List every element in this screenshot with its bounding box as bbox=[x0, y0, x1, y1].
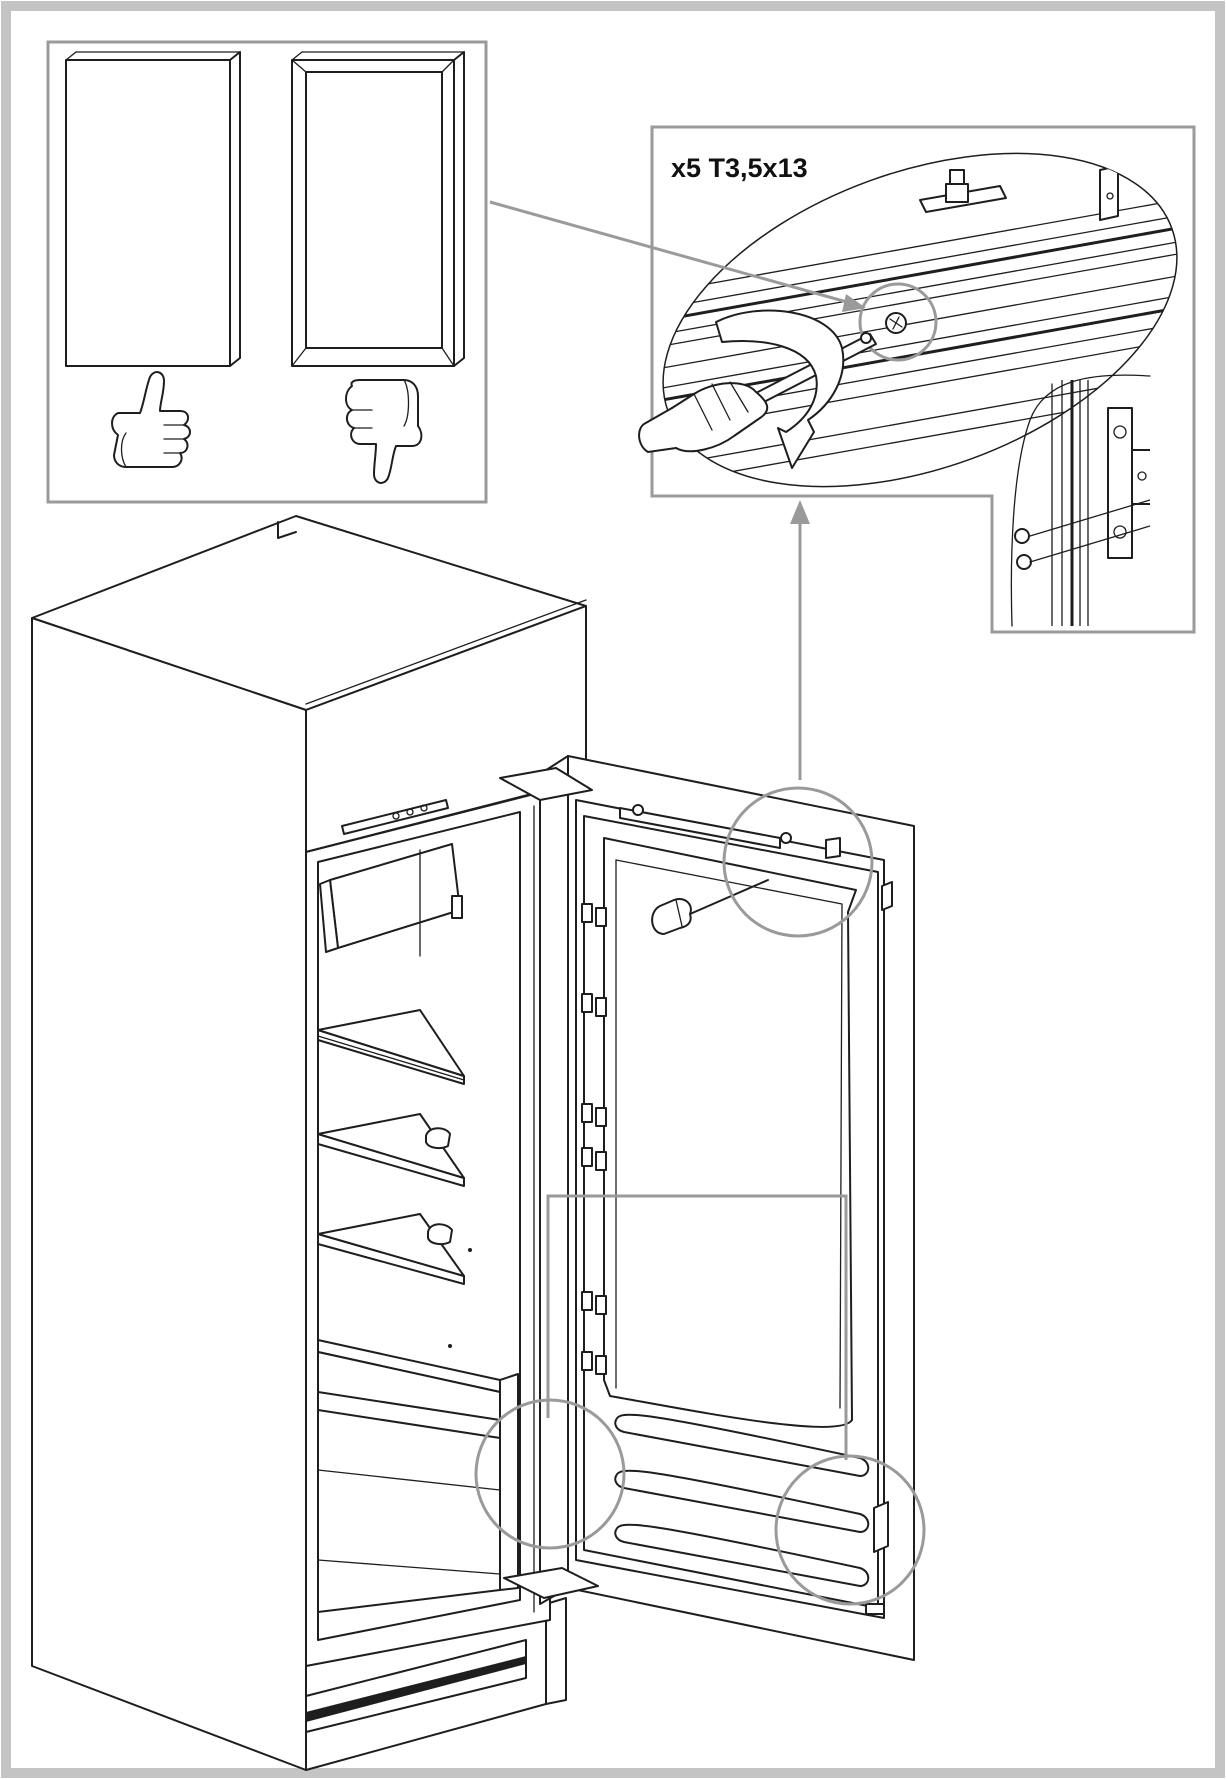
screw-icon bbox=[885, 312, 907, 334]
flat-door-panel bbox=[65, 51, 241, 367]
framed-door-panel bbox=[291, 51, 465, 367]
door-area-bracket bbox=[546, 1194, 848, 1460]
crisper-drawer bbox=[317, 1339, 519, 1613]
glass-shelves bbox=[317, 1009, 472, 1348]
fridge-callouts bbox=[474, 786, 926, 1606]
bottom-right-callout bbox=[774, 1454, 926, 1606]
bottom-hinge bbox=[503, 1567, 599, 1599]
side-hinge-detail bbox=[1014, 380, 1150, 626]
top-hinge bbox=[499, 767, 593, 801]
panel-comparison-box bbox=[46, 40, 488, 504]
fridge-cabinet bbox=[31, 515, 587, 1771]
thumbs-up-icon bbox=[111, 371, 191, 468]
rotation-arrow-icon bbox=[715, 309, 845, 469]
top-screw-callout bbox=[722, 786, 874, 938]
door-bins bbox=[614, 1413, 870, 1587]
screw-spec-label: x5 T3,5x13 bbox=[671, 153, 808, 183]
bottom-left-callout bbox=[474, 1398, 626, 1550]
screw-detail-box: x5 T3,5x13 bbox=[638, 125, 1202, 634]
open-fridge-door bbox=[499, 755, 915, 1661]
door-screwdriver-icon bbox=[651, 879, 769, 935]
door-liner-clips bbox=[581, 903, 607, 1375]
side-detail-outline bbox=[1010, 374, 1151, 627]
thumbs-down-icon bbox=[345, 379, 423, 484]
screw-callout-circle bbox=[858, 282, 938, 362]
